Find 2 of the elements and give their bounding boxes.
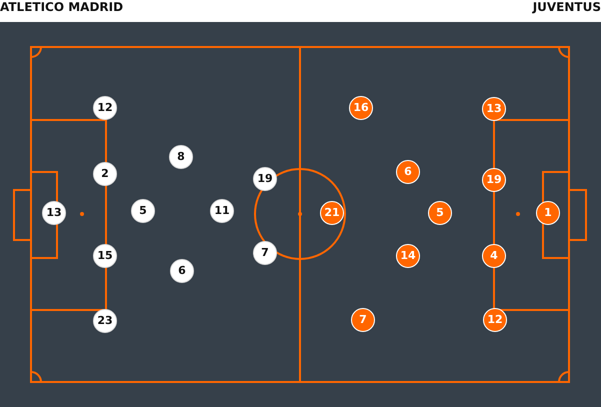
team-name: JUVENTUS (532, 0, 601, 14)
team-name: ATLETICO MADRID (0, 0, 124, 14)
